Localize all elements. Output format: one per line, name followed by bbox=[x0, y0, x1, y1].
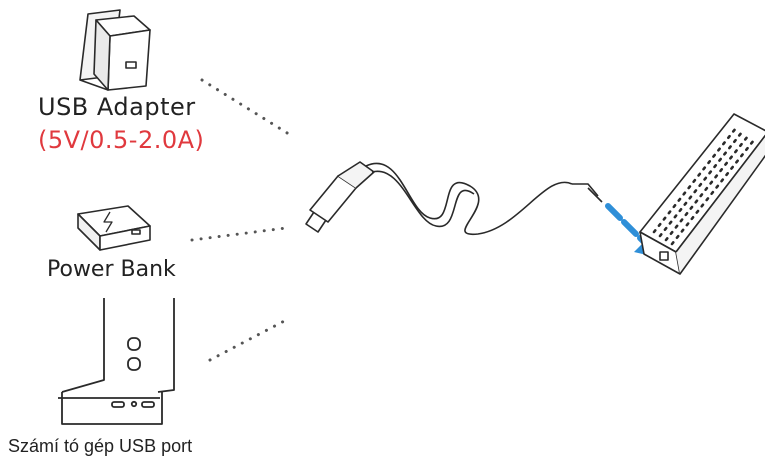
computer-tower-icon bbox=[58, 298, 175, 425]
usb-cable-icon bbox=[305, 161, 603, 236]
usb-adapter-label: USB Adapter bbox=[38, 93, 196, 121]
battery-pack-icon bbox=[639, 113, 765, 275]
wall-adapter-icon bbox=[79, 9, 151, 91]
computer-usb-port-label: Számí tó gép USB port bbox=[8, 436, 193, 456]
power-bank-icon bbox=[77, 205, 151, 251]
power-bank-label: Power Bank bbox=[47, 257, 176, 282]
dotted-connectors bbox=[190, 78, 294, 362]
usb-adapter-spec: (5V/0.5-2.0A) bbox=[38, 126, 205, 154]
